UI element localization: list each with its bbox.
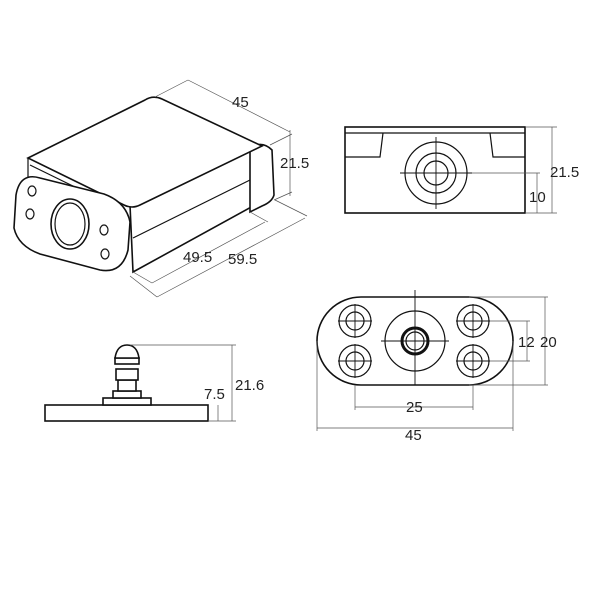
dim-20: 20 <box>540 334 557 351</box>
dim-25: 25 <box>406 399 423 416</box>
dim-21-5-iso: 21.5 <box>280 155 309 172</box>
dim-49-5: 49.5 <box>183 249 212 266</box>
isometric-view: 45 21.5 49.5 59.5 <box>13 79 309 298</box>
end-cap <box>249 143 275 214</box>
front-view: 21.5 10 <box>344 126 579 214</box>
dim-7-5: 7.5 <box>204 386 225 403</box>
dim-21-6: 21.6 <box>235 377 264 394</box>
dim-12: 12 <box>518 334 535 351</box>
dim-59-5: 59.5 <box>228 251 257 268</box>
bottom-view: 12 20 25 45 <box>316 290 557 444</box>
dim-21-5-front: 21.5 <box>550 164 579 181</box>
dim-10: 10 <box>529 189 546 206</box>
dim-45-bottom: 45 <box>405 427 422 444</box>
top-face <box>26 96 264 208</box>
side-view: 21.6 7.5 <box>44 344 264 422</box>
flange-boss <box>50 198 90 250</box>
dim-45-iso: 45 <box>232 94 249 111</box>
